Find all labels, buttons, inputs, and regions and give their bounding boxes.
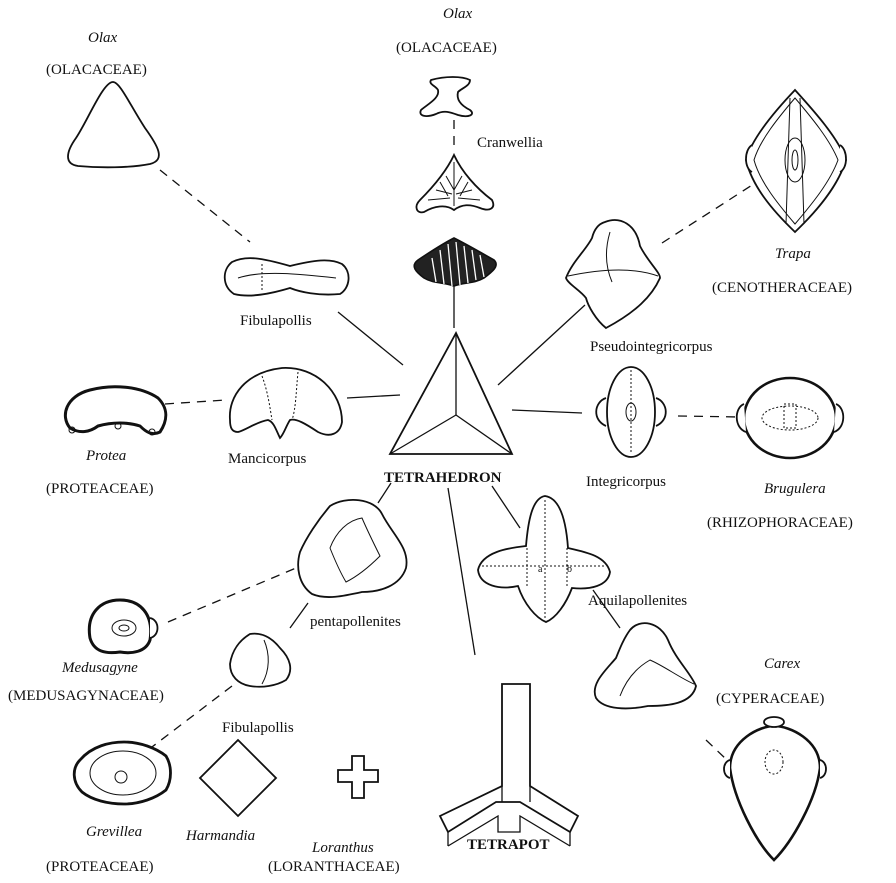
olax-pollen-top [420,77,472,116]
label-cenotheraceae: (CENOTHERACEAE) [712,280,852,296]
line-tetrahedron-tetrapot [448,488,475,655]
label-olacaceae-top: (OLACACEAE) [396,40,497,56]
pentapollenites-pollen [298,500,406,597]
tetrapot-shape [440,684,578,846]
pseudointegricorpus-pollen [566,220,660,328]
aquila-label-b: b [567,564,572,575]
label-aquilapollenites: Aquilapollenites [588,593,687,609]
dash-penta-medusagyne [168,568,296,622]
dash-integricorpus-brugulera [678,416,740,417]
mancicorpus-pollen [230,368,342,438]
dash-protea-mancicorpus [165,400,226,404]
label-pseudointegricorpus: Pseudointegricorpus [590,339,713,355]
label-mancicorpus: Mancicorpus [228,451,306,467]
label-integricorpus: Integricorpus [586,474,666,490]
medusagyne-pollen [89,600,157,653]
line-tetrahedron-pseudointegricorpus [498,305,585,385]
trapa-pollen [746,90,846,232]
label-fibulapollis-upper: Fibulapollis [240,313,312,329]
label-tetrahedron: TETRAHEDRON [384,470,502,486]
line-tetrahedron-pentapollenites [378,483,391,503]
label-olacaceae-left: (OLACACEAE) [46,62,147,78]
cranwellia-pollen [417,155,494,212]
grevillea-pollen [74,742,170,804]
label-medusagynaceae: (MEDUSAGYNACEAE) [8,688,164,704]
carex-pollen [724,717,826,860]
loranthus-pollen [338,756,378,798]
label-cranwellia: Cranwellia [477,135,543,151]
label-trapa: Trapa [775,246,811,262]
label-cyperaceae: (CYPERACEAE) [716,691,824,707]
line-penta-fibulapollis [290,603,308,628]
label-tetrapot: TETRAPOT [467,837,550,853]
label-olax-left: Olax [88,30,118,46]
line-tetrahedron-aquilapollenites [492,486,520,528]
label-grevillea: Grevillea [86,824,142,840]
label-carex: Carex [764,656,800,672]
label-olax-top: Olax [443,6,473,22]
label-fibulapollis-lower: Fibulapollis [222,720,294,736]
label-protea: Protea [85,448,126,464]
label-rhizophoraceae: (RHIZOPHORACEAE) [707,515,853,531]
fibulapollis-pollen-upper [225,258,349,296]
label-proteaceae-bottom: (PROTEACEAE) [46,859,154,875]
striate-pollen-dark [414,238,496,286]
integricorpus-pollen [596,367,666,457]
aquilapollenites-pollen-lower [595,623,696,708]
dash-pseudo-trapa [662,180,760,243]
label-harmandia: Harmandia [185,828,255,844]
label-proteaceae-left: (PROTEACEAE) [46,481,154,497]
label-brugulera: Brugulera [764,481,826,497]
tetrahedron-shape [390,333,512,454]
label-loranthus: Loranthus [311,840,374,856]
dash-olax-fibulapollis [160,170,250,242]
fibulapollis-pollen-lower [230,634,290,687]
label-pentapollenites: pentapollenites [310,614,401,630]
aquila-label-a: a [538,564,543,575]
protea-pollen [65,387,165,435]
olax-pollen-left [68,82,159,167]
brugulera-pollen [737,378,844,458]
line-tetrahedron-integricorpus [512,410,582,413]
line-fibulapollis-tetrahedron [338,312,403,365]
label-loranthaceae: (LORANTHACEAE) [268,859,400,875]
harmandia-pollen [200,740,276,816]
dash-aquila-carex [706,740,727,760]
label-medusagyne: Medusagyne [61,660,138,676]
line-mancicorpus-tetrahedron [347,395,400,398]
